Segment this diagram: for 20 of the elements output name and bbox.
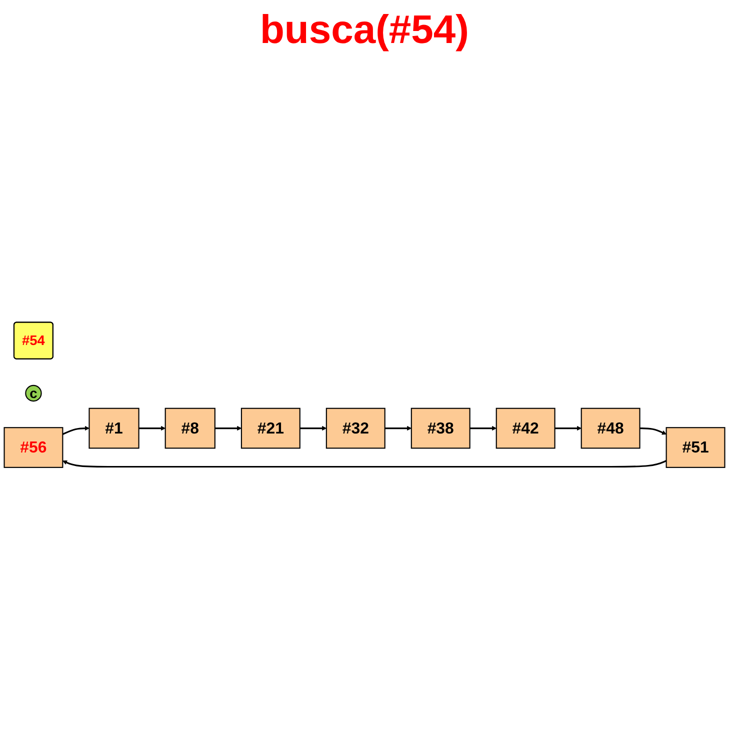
node-box: #8 — [164, 408, 216, 448]
arrow — [300, 426, 327, 430]
node-box: #51 — [666, 426, 726, 468]
arrow — [640, 427, 667, 434]
arrow — [384, 426, 412, 430]
arrow — [62, 460, 667, 468]
arrow — [138, 426, 166, 430]
node-box: #56 — [4, 426, 64, 468]
node-box: #42 — [496, 408, 556, 448]
node-box: #32 — [326, 408, 386, 448]
arrow — [470, 426, 497, 430]
arrow — [62, 426, 90, 435]
node-box: #1 — [88, 408, 140, 448]
arrow — [214, 426, 242, 430]
node-box: #21 — [240, 408, 300, 448]
arrow — [554, 426, 582, 430]
node-circle: c — [25, 384, 42, 402]
function-call-text: busca(#54) — [260, 8, 469, 53]
node-box: #38 — [410, 408, 470, 448]
node-box: #48 — [580, 408, 640, 448]
